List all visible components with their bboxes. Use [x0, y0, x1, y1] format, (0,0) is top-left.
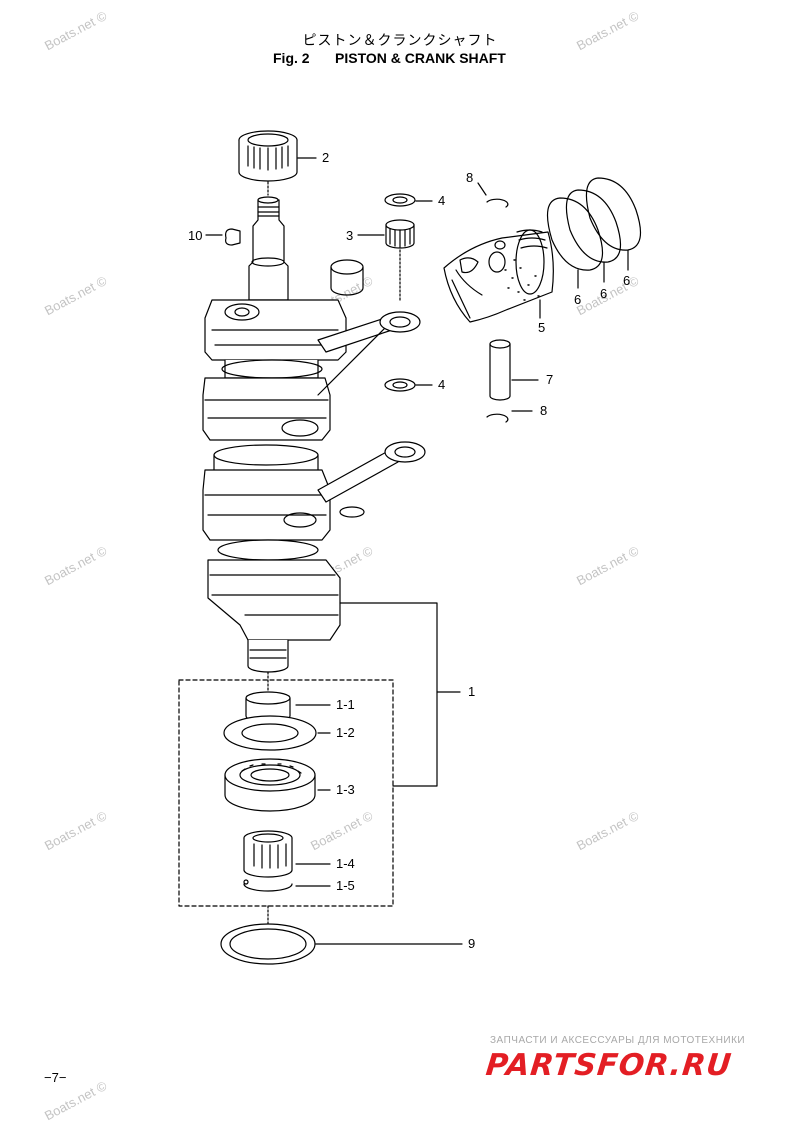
callout-1-2: 1-2 — [336, 725, 355, 740]
callout-8: 8 — [540, 403, 548, 418]
page-number: −7− — [44, 1070, 67, 1085]
figure-label: Fig. 2 — [273, 50, 310, 66]
brand-logo: PARTSFOR.RU — [484, 1048, 734, 1083]
part-5-piston — [444, 230, 553, 322]
callout-1-3: 1-3 — [336, 782, 355, 797]
callout-1-4: 1-4 — [336, 856, 355, 871]
callout-6: 6 — [623, 273, 631, 288]
callout-4: 4 — [438, 377, 446, 392]
part-3-needle-bearing — [358, 220, 414, 300]
part-1-bracket — [340, 603, 460, 786]
brand-tagline: ЗАПЧАСТИ И АКСЕССУАРЫ ДЛЯ МОТОТЕХНИКИ — [490, 1035, 746, 1046]
part-10-woodruff-key — [206, 229, 240, 245]
callout-1: 1 — [468, 684, 476, 699]
title-english: PISTON & CRANK SHAFT — [335, 50, 506, 66]
part-9-washer — [221, 924, 462, 964]
part-1-5-circlip — [244, 880, 330, 891]
callout-6: 6 — [574, 292, 582, 307]
callout-7: 7 — [546, 372, 554, 387]
callout-8: 8 — [466, 170, 474, 185]
callout-1-5: 1-5 — [336, 878, 355, 893]
connecting-rods — [318, 312, 425, 502]
callout-10: 10 — [188, 228, 203, 243]
part-1-3-ball-bearing — [225, 759, 330, 811]
part-1-2-washer — [224, 716, 330, 750]
callout-1-1: 1-1 — [336, 697, 355, 712]
page-title: Fig. 2 PISTON & CRANK SHAFT — [273, 50, 506, 66]
callout-4: 4 — [438, 193, 446, 208]
part-8-circlips — [478, 183, 532, 422]
part-1-4-needle-bearing — [244, 831, 330, 877]
callout-5: 5 — [538, 320, 546, 335]
assembly-box — [179, 680, 393, 906]
part-4-washers — [385, 194, 432, 391]
callout-9: 9 — [468, 936, 476, 951]
callout-2: 2 — [322, 150, 330, 165]
part-6-piston-rings — [548, 178, 641, 288]
callout-6: 6 — [600, 286, 608, 301]
part-7-piston-pin — [490, 340, 538, 400]
title-japanese: ピストン＆クランクシャフト — [302, 33, 498, 49]
part-2-needle-bearing — [239, 131, 297, 195]
callout-3: 3 — [346, 228, 354, 243]
crankshaft — [203, 197, 364, 690]
